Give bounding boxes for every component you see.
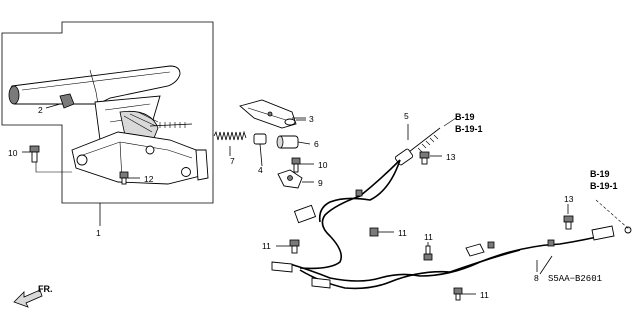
callout-9: 9 — [318, 178, 323, 188]
reference-leader-upper — [443, 117, 457, 127]
callout-10-left: 10 — [8, 148, 18, 158]
part-12-bolt — [119, 171, 140, 185]
callout-5: 5 — [404, 111, 409, 121]
reference-upper-b19-1: B-19-1 — [455, 124, 483, 134]
part-13-bolt-right — [563, 204, 574, 230]
part-3-equalizer — [239, 99, 306, 129]
part-11-bolt-d — [453, 287, 476, 301]
part-10-bolt-left — [22, 145, 72, 173]
part-5-cable-rod — [394, 124, 441, 166]
part-7-spring — [213, 130, 247, 156]
callout-1: 1 — [96, 228, 101, 238]
part-4-adjuster — [253, 133, 267, 167]
part-6-nut — [276, 135, 311, 149]
callout-3: 3 — [309, 114, 314, 124]
diagram-code: S5AA−B2601 — [548, 274, 602, 284]
part-9-holder — [277, 169, 314, 189]
lever-assembly-frame — [1, 21, 214, 204]
part-8-cable — [271, 159, 632, 290]
callout-11-d: 11 — [480, 290, 489, 300]
callout-6: 6 — [314, 139, 319, 149]
callout-12: 12 — [144, 174, 154, 184]
callout-8: 8 — [534, 273, 539, 283]
callout-4: 4 — [258, 165, 263, 175]
part-11-bolt-a — [276, 239, 300, 254]
reference-right-b19-1: B-19-1 — [590, 181, 618, 191]
reference-right-b19: B-19 — [590, 169, 610, 179]
front-direction-label: FR. — [38, 284, 53, 294]
callout-11-c: 11 — [424, 232, 433, 242]
callout-10-right: 10 — [318, 160, 328, 170]
callout-13-right: 13 — [564, 194, 574, 204]
callout-2: 2 — [38, 105, 43, 115]
callout-11-a: 11 — [262, 241, 271, 251]
parking-brake-lever — [8, 65, 209, 185]
part-10-bolt-right — [291, 157, 314, 173]
callout-7: 7 — [230, 156, 235, 166]
callout-11-b: 11 — [398, 228, 407, 238]
callout-13-upper: 13 — [446, 152, 456, 162]
front-direction-arrow — [13, 289, 43, 308]
part-13-bolt-upper — [419, 151, 442, 165]
part-11-bolt-c — [423, 242, 433, 261]
part-11-bolt-b — [369, 227, 394, 237]
part-2-clip — [45, 93, 75, 109]
reference-leader — [595, 199, 631, 231]
reference-upper-b19: B-19 — [455, 112, 475, 122]
